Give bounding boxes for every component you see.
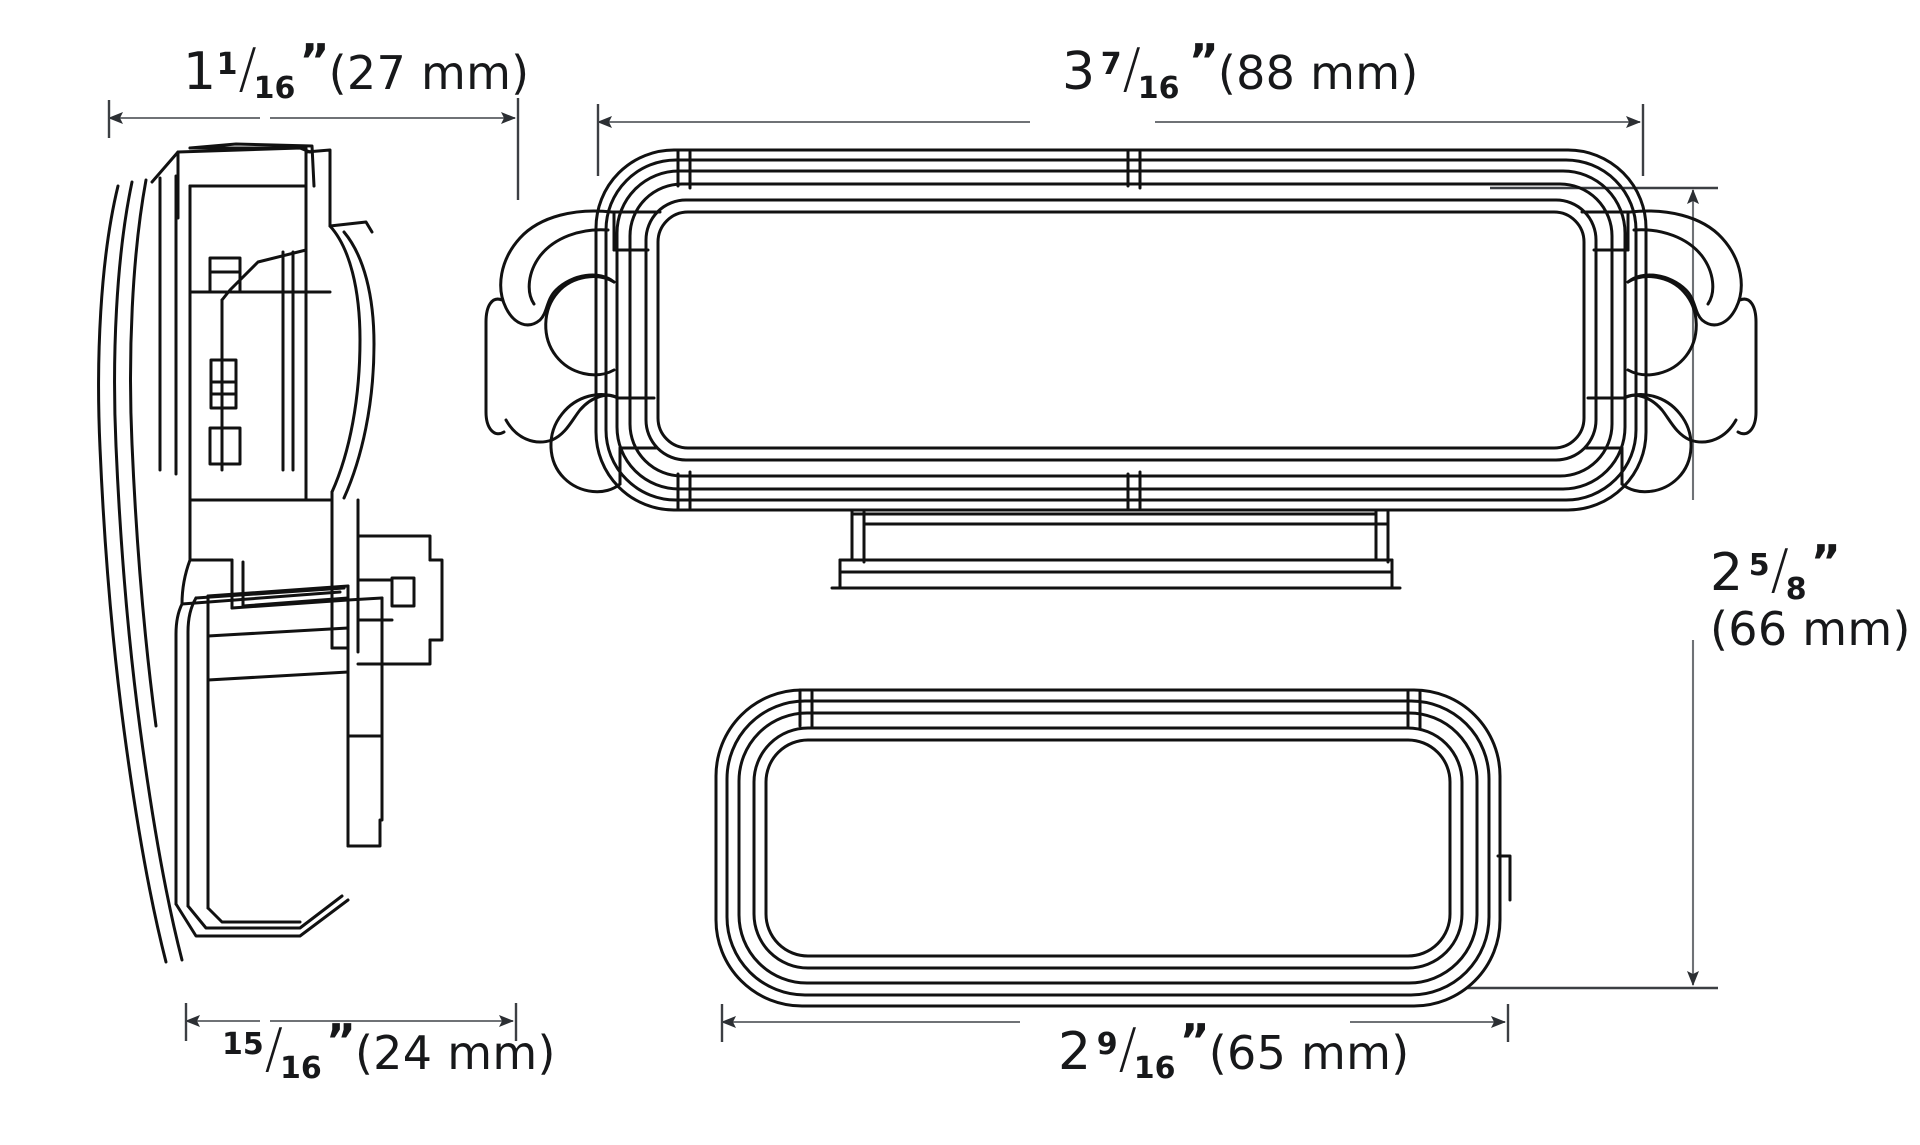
side-view-geometry [97,142,444,964]
dim-fraction: 15/16 [222,1017,322,1086]
dimension-label-side-width: 11/16”(27 mm) [183,37,530,106]
dim-whole-number: 3 [1062,42,1096,102]
inch-mark-icon: ” [1179,1014,1210,1068]
dim-whole-number: 1 [183,42,217,102]
inch-mark-icon: ” [1188,34,1219,88]
upper-body-lens [644,198,1598,462]
dim-fraction: 9/16 [1096,1017,1176,1086]
dim-metric-value: (24 mm) [354,1026,556,1080]
dimension-label-front-lower-width: 2 9/16”(65 mm) [1058,1017,1410,1086]
dim-whole-number: 2 [1058,1022,1092,1082]
mount-clip-right [1580,209,1758,494]
lower-body-lens [752,726,1464,970]
inch-mark-icon: ” [1810,535,1841,589]
inch-mark-icon: ” [299,34,329,88]
dim-fraction: 7/16 [1100,37,1180,106]
dimension-label-front-width: 3 7/16 ”(88 mm) [1062,37,1419,106]
dim-metric-value: (65 mm) [1208,1026,1410,1080]
dim-fraction: 1/16 [216,37,296,106]
mount-clip-left [484,209,662,494]
dim-whole-number: 2 [1710,543,1744,603]
front-view-geometry [484,148,1758,1008]
dimension-label-side-depth: 15/16”(24 mm) [222,1017,556,1086]
dim-fraction: 5/8 [1748,538,1807,607]
dimension-label-front-height: 2 5/8” (66 mm) [1710,536,1911,657]
lower-body-outer [714,688,1502,1008]
dim-metric-value: (66 mm) [1710,602,1911,657]
dim-metric-value: (27 mm) [328,46,530,100]
upper-body-outer [594,148,1648,512]
center-bridge [830,508,1402,590]
dim-metric-value: (88 mm) [1217,46,1419,100]
inch-mark-icon: ” [325,1014,356,1068]
